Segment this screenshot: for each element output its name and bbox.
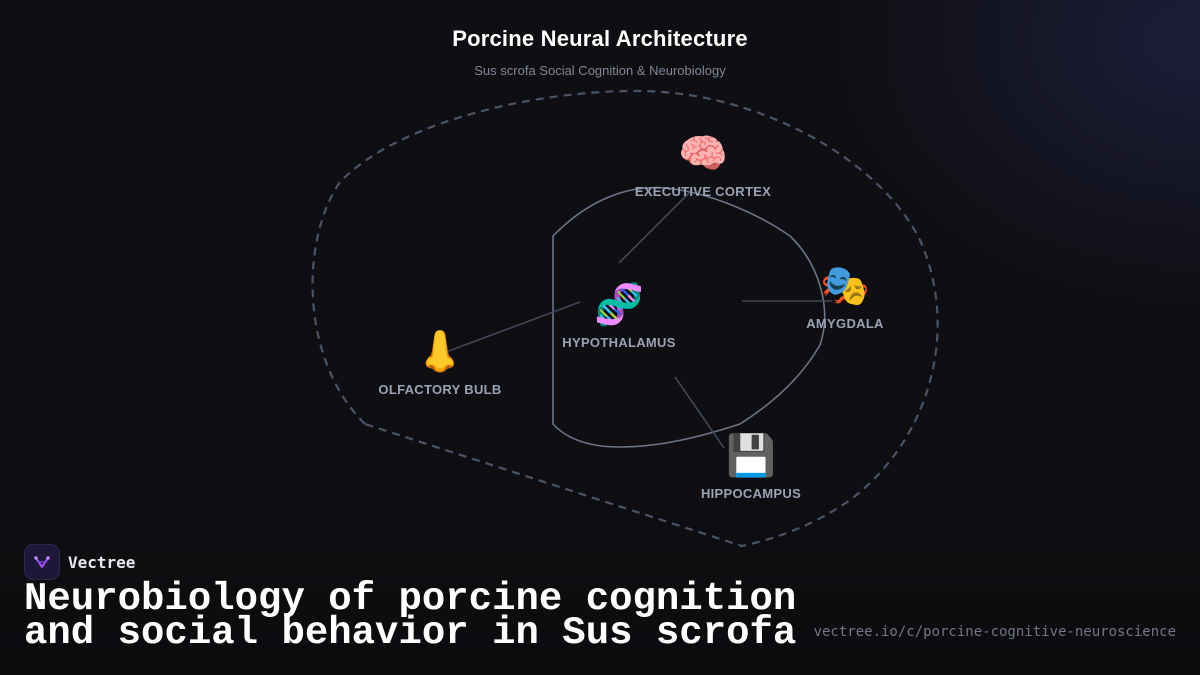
node-label: HIPPOCAMPUS [700, 486, 802, 501]
headline-line-1: Neurobiology of porcine cognition [24, 577, 797, 621]
inner-brain-outline [552, 186, 826, 448]
floppy-disk-icon: 💾 [726, 434, 776, 478]
node-executive-cortex[interactable]: 🧠 EXECUTIVE CORTEX [635, 132, 771, 199]
nose-icon: 👃 [415, 330, 465, 374]
connector-hypothalamus-olfactory [445, 301, 581, 353]
brain-icon: 🧠 [678, 132, 728, 176]
node-olfactory-bulb[interactable]: 👃 OLFACTORY BULB [378, 330, 501, 397]
connector-hypothalamus-cortex [618, 189, 693, 264]
node-label: AMYGDALA [806, 316, 884, 331]
node-label: OLFACTORY BULB [378, 382, 502, 397]
node-hypothalamus[interactable]: 🧬 HYPOTHALAMUS [562, 283, 675, 350]
brand[interactable]: Vectree [24, 544, 135, 580]
diagram-header: Porcine Neural Architecture Sus scrofa S… [0, 26, 1200, 78]
source-url[interactable]: vectree.io/c/porcine-cognitive-neuroscie… [813, 624, 1176, 640]
node-hippocampus[interactable]: 💾 HIPPOCAMPUS [701, 434, 801, 501]
outer-brain-outline [311, 89, 939, 548]
vectree-logo-icon [24, 544, 60, 580]
node-label: EXECUTIVE CORTEX [634, 184, 772, 199]
diagram-title: Porcine Neural Architecture [452, 26, 748, 51]
connector-hypothalamus-hippocampus [674, 376, 725, 449]
brand-name: Vectree [68, 552, 136, 572]
node-label: HYPOTHALAMUS [562, 335, 676, 350]
headline: Neurobiology of porcine cognition and so… [24, 577, 804, 655]
headline-line-2: and social behavior in Sus scrofa [24, 611, 797, 655]
theater-masks-icon: 🎭 [820, 264, 870, 308]
node-amygdala[interactable]: 🎭 AMYGDALA [806, 264, 884, 331]
diagram-subtitle: Sus scrofa Social Cognition & Neurobiolo… [474, 63, 726, 78]
dna-icon: 🧬 [594, 283, 644, 327]
